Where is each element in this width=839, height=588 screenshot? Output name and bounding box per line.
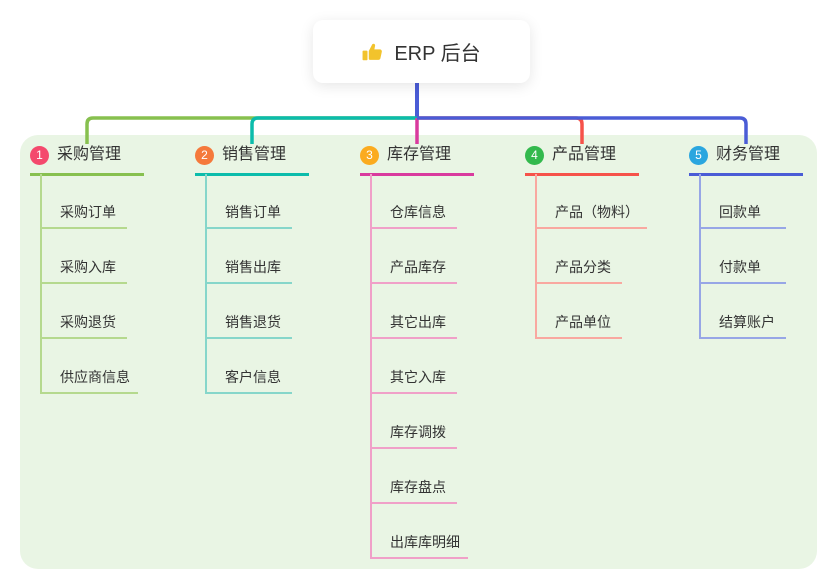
- branch-number-badge: 5: [689, 145, 708, 165]
- root-title: ERP 后台: [394, 43, 481, 65]
- branch-number-badge: 3: [360, 145, 379, 165]
- branch-children: 回款单 付款单 结算账户: [699, 174, 786, 339]
- branch-label: 产品管理: [552, 146, 617, 163]
- branch-purchase-management: 1 采购管理 采购订单 采购入库 采购退货 供应商信息: [30, 144, 144, 394]
- branch-label: 采购管理: [57, 146, 122, 163]
- mindmap-canvas-panel: [20, 135, 817, 569]
- branch-children: 仓库信息 产品库存 其它出库 其它入库 库存调拨 库存盘点 出库库明细: [370, 174, 468, 559]
- branch-sales-management: 2 销售管理 销售订单 销售出库 销售退货 客户信息: [195, 144, 309, 394]
- branch-node[interactable]: 4 产品管理: [525, 144, 639, 176]
- branch-label: 财务管理: [716, 146, 781, 163]
- root-node[interactable]: ERP 后台: [313, 20, 530, 83]
- branch-label: 库存管理: [387, 146, 452, 163]
- branch-finance-management: 5 财务管理 回款单 付款单 结算账户: [689, 144, 803, 339]
- branch-label: 销售管理: [222, 146, 287, 163]
- branch-number-badge: 1: [30, 145, 49, 165]
- branch-children: 采购订单 采购入库 采购退货 供应商信息: [40, 174, 138, 394]
- branch-node[interactable]: 5 财务管理: [689, 144, 803, 176]
- branch-inventory-management: 3 库存管理 仓库信息 产品库存 其它出库 其它入库 库存调拨 库存盘点 出库库…: [360, 144, 474, 559]
- branch-product-management: 4 产品管理 产品（物料） 产品分类 产品单位: [525, 144, 647, 339]
- branch-number-badge: 2: [195, 145, 214, 165]
- branch-children: 销售订单 销售出库 销售退货 客户信息: [205, 174, 292, 394]
- branch-node[interactable]: 3 库存管理: [360, 144, 474, 176]
- thumbs-up-icon: [362, 41, 384, 63]
- branch-node[interactable]: 1 采购管理: [30, 144, 144, 176]
- branch-number-badge: 4: [525, 145, 544, 165]
- branch-node[interactable]: 2 销售管理: [195, 144, 309, 176]
- branch-children: 产品（物料） 产品分类 产品单位: [535, 174, 647, 339]
